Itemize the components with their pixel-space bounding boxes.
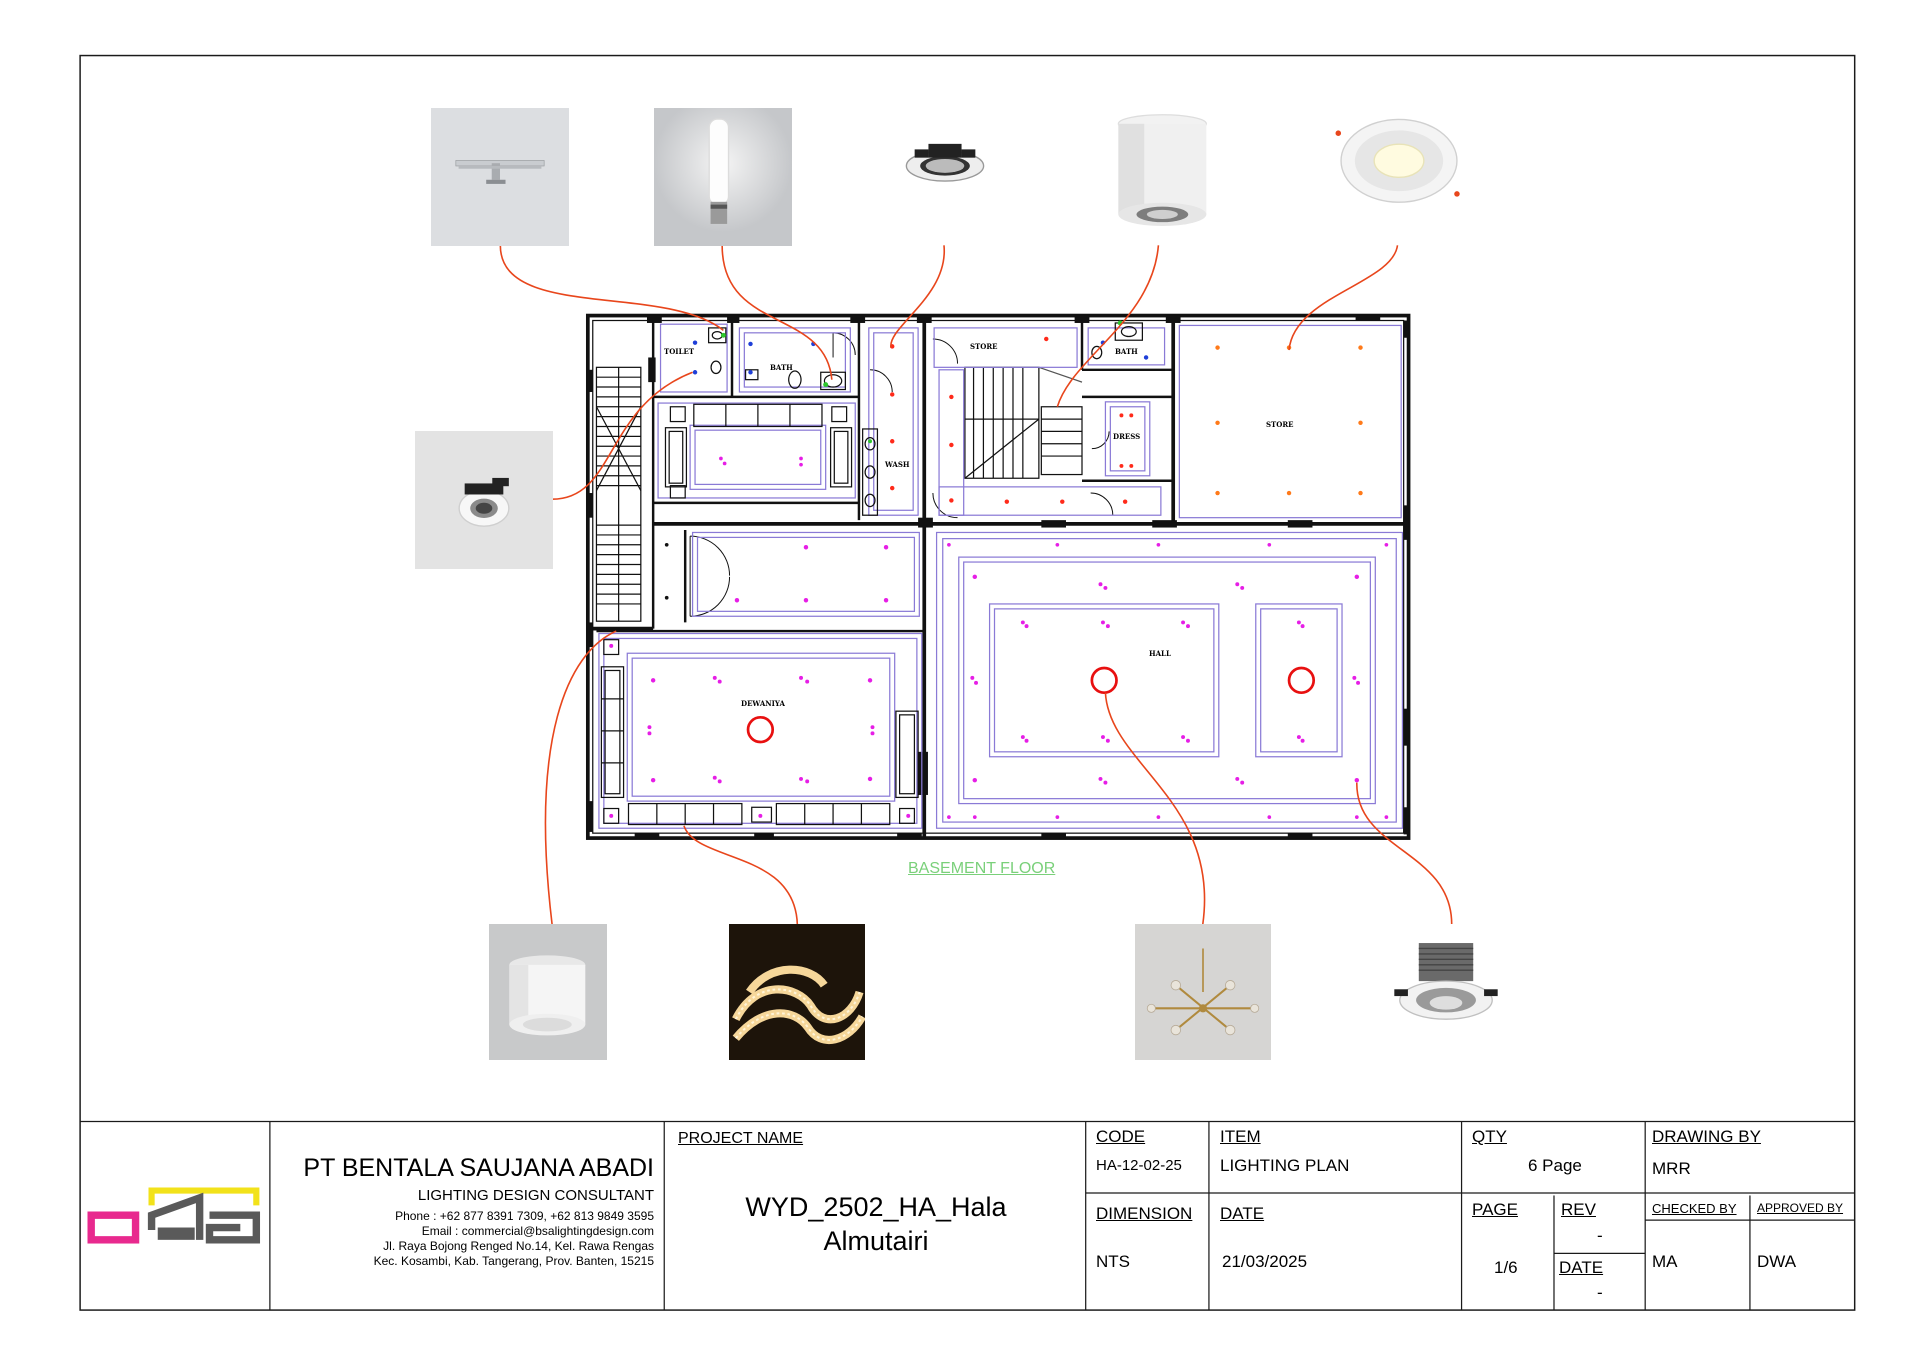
red-spotlights	[890, 336, 1134, 504]
leader-line	[499, 245, 724, 331]
title-block	[80, 1120, 1855, 1311]
room-label-wash: WASH	[885, 460, 910, 469]
qty-label: QTY	[1472, 1127, 1507, 1146]
leader-line	[1056, 245, 1160, 407]
led-strip-light-icon	[729, 924, 865, 1060]
room-label-toilet: TOILET	[664, 347, 695, 356]
inner-wall-line	[592, 319, 1405, 834]
recessed-downlight-icon	[876, 108, 1014, 228]
rev-date-value: -	[1597, 1283, 1603, 1302]
page-label: PAGE	[1472, 1200, 1518, 1219]
leader-line	[544, 630, 617, 925]
ceiling-outlines	[598, 323, 1404, 829]
company-phone: Phone : +62 877 8391 7309, +62 813 9849 …	[395, 1209, 654, 1223]
checked-by-value: MA	[1652, 1252, 1678, 1271]
room-label-bath-2: BATH	[1115, 347, 1138, 356]
room-label-store: STORE	[970, 342, 998, 351]
drawing-by-label: DRAWING BY	[1652, 1127, 1761, 1146]
room-label-hall: HALL	[1149, 649, 1171, 658]
checked-by-label: CHECKED BY	[1652, 1201, 1737, 1216]
round-cob-downlight-icon	[1330, 108, 1468, 226]
company-email: Email : commercial@bsalightingdesign.com	[421, 1224, 654, 1238]
project-name-line-2: Almutairi	[823, 1226, 929, 1256]
dimension-label: DIMENSION	[1096, 1204, 1193, 1223]
rev-label: REV	[1561, 1200, 1596, 1219]
room-label-bath: BATH	[770, 363, 793, 372]
cylinder-downlight-icon	[1108, 108, 1218, 238]
deep-recessed-spotlight-icon	[1378, 924, 1514, 1060]
leader-lines	[499, 245, 1453, 925]
item-label: ITEM	[1220, 1127, 1261, 1146]
outer-wall	[585, 313, 1411, 840]
approved-by-value: DWA	[1757, 1252, 1797, 1271]
date-value: 21/03/2025	[1222, 1252, 1308, 1271]
short-cylinder-downlight-icon	[489, 924, 607, 1060]
leader-line	[683, 825, 799, 925]
columns	[587, 315, 1409, 839]
magenta-spotlights	[609, 456, 1389, 819]
floor-label: BASEMENT FLOOR	[908, 860, 1056, 877]
linear-wall-light-icon	[431, 108, 569, 246]
leader-line	[552, 371, 693, 500]
blue-downlights	[664, 340, 1149, 600]
rev-date-label: DATE	[1559, 1258, 1604, 1277]
leader-line	[1288, 245, 1399, 351]
rev-value: -	[1597, 1226, 1603, 1245]
floor-plan	[585, 313, 1411, 840]
company-address-1: Jl. Raya Bojong Renged No.14, Kel. Rawa …	[383, 1239, 654, 1253]
dimension-value: NTS	[1096, 1252, 1130, 1271]
page-value: 1/6	[1494, 1258, 1518, 1277]
qty-value: 6 Page	[1528, 1156, 1582, 1175]
room-label-dewaniya: DEWANIYA	[741, 699, 785, 708]
small-recessed-spot-icon	[415, 431, 553, 569]
project-name-line-1: WYD_2502_HA_Hala	[745, 1192, 1007, 1222]
leader-line	[890, 245, 945, 348]
stair-left	[595, 366, 642, 622]
company-address-2: Kec. Kosambi, Kab. Tangerang, Prov. Bant…	[373, 1254, 654, 1268]
drawing-frame	[79, 54, 1856, 1311]
furniture	[600, 322, 1144, 826]
drawing-by-value: MRR	[1652, 1159, 1691, 1178]
chandelier-icon	[1135, 924, 1271, 1060]
code-label: CODE	[1096, 1127, 1146, 1146]
stair-middle	[964, 366, 1083, 479]
company-subtitle: LIGHTING DESIGN CONSULTANT	[417, 1187, 654, 1204]
item-value: LIGHTING PLAN	[1220, 1156, 1350, 1175]
company-logo	[87, 1187, 261, 1244]
leader-line	[721, 245, 833, 380]
tube-wall-light-icon	[654, 108, 792, 246]
chandelier-markers	[746, 666, 1316, 744]
company-name: PT BENTALA SAUJANA ABADI	[303, 1154, 654, 1182]
code-value: HA-12-02-25	[1096, 1157, 1182, 1174]
room-label-store-2: STORE	[1266, 420, 1294, 429]
project-name-label: PROJECT NAME	[678, 1130, 804, 1147]
room-label-dress: DRESS	[1113, 432, 1141, 441]
date-label: DATE	[1220, 1204, 1265, 1223]
leader-line	[1356, 782, 1453, 925]
approved-by-label: APPROVED BY	[1757, 1201, 1844, 1215]
leader-line	[1104, 692, 1206, 925]
